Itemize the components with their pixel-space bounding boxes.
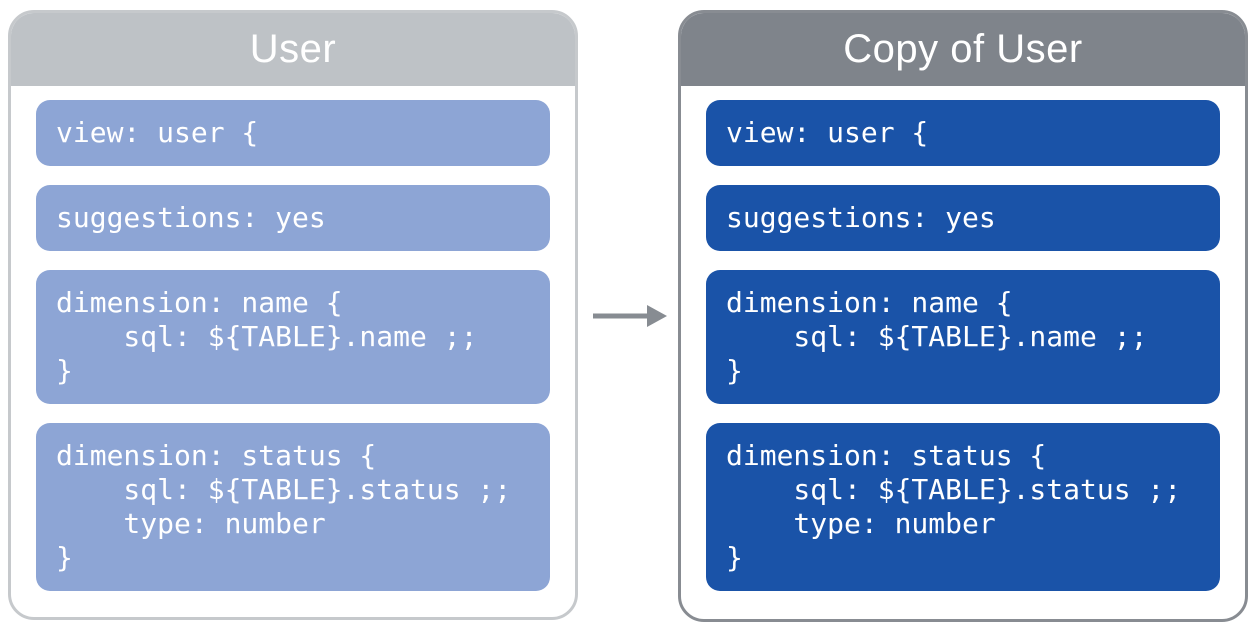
code-block: view: user { xyxy=(706,100,1220,166)
code-block: dimension: status { sql: ${TABLE}.status… xyxy=(706,423,1220,591)
panel-user-header: User xyxy=(11,13,575,86)
panel-copy-of-user-body: view: user { suggestions: yes dimension: n… xyxy=(681,86,1245,619)
panel-copy-of-user-header: Copy of User xyxy=(681,13,1245,86)
code-block: view: user { xyxy=(36,100,550,166)
right-arrow-icon xyxy=(593,305,667,327)
code-block: suggestions: yes xyxy=(706,185,1220,251)
code-block: dimension: name { sql: ${TABLE}.name ;; … xyxy=(36,270,550,404)
copy-arrow-icon xyxy=(589,300,671,332)
panel-user-body: view: user { suggestions: yes dimension: n… xyxy=(11,86,575,617)
code-block: dimension: name { sql: ${TABLE}.name ;; … xyxy=(706,270,1220,404)
panel-copy-of-user: Copy of User view: user { suggestions: ye… xyxy=(678,10,1248,622)
code-block: suggestions: yes xyxy=(36,185,550,251)
panel-user-title: User xyxy=(249,27,337,71)
code-block: dimension: status { sql: ${TABLE}.status… xyxy=(36,423,550,591)
panel-copy-of-user-title: Copy of User xyxy=(843,27,1083,71)
panel-user: User view: user { suggestions: yes dimensi… xyxy=(8,10,578,620)
